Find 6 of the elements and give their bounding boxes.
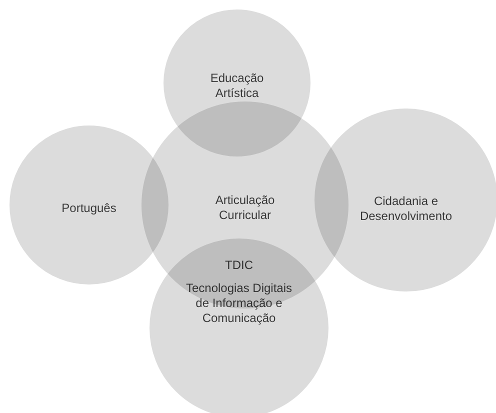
circle-label: Cidadania e Desenvolvimento: [358, 194, 454, 224]
circle-label: Educação Artística: [209, 71, 265, 101]
circle-label: Articulação Curricular: [214, 193, 276, 223]
circle-description: Tecnologias Digitais de Informação e Comunicação: [184, 281, 294, 326]
circle-label: TDIC: [224, 258, 254, 273]
circle-label: Português: [60, 201, 118, 216]
